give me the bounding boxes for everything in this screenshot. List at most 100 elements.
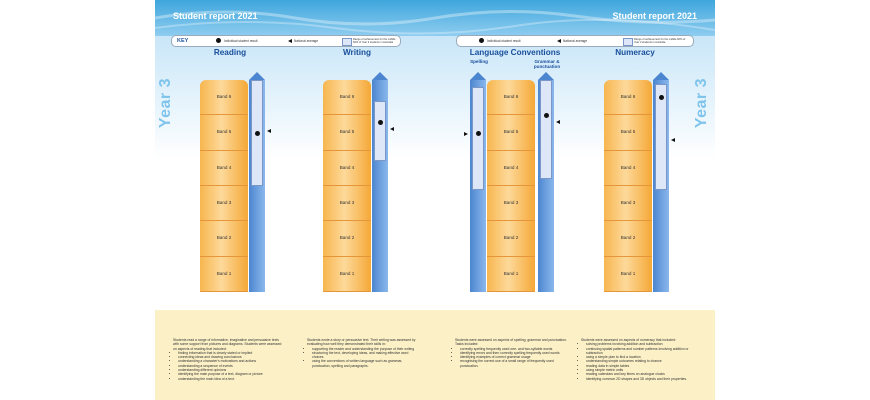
key-bar-right: Individual student result National avera… [456,35,694,47]
band-label: Band 1 [503,270,519,276]
band-cell: Band 6 [200,80,248,116]
footer-list-item: understanding simple outcomes relating t… [586,359,699,363]
national-average-marker-icon [557,38,561,43]
footer-writing: Students wrote a story or persuasive tex… [307,338,419,368]
scale-bar-cap-grammar-punctuation [538,72,554,80]
band-cell: Band 1 [487,257,535,292]
footer-list-item: reading data in simple tables [586,364,699,368]
band-cell: Band 2 [200,221,248,257]
footer-list-item: finding information that is clearly stat… [178,351,285,355]
key-bar-left: KEY Individual student result National a… [171,35,401,47]
student-result-dot-numeracy [658,95,664,101]
band-cell: Band 1 [604,257,652,292]
band-cell: Band 2 [487,221,535,257]
band-cell: Band 4 [200,151,248,186]
band-label: Band 3 [339,200,355,205]
band-cell: Band 6 [604,80,652,116]
national-average-marker-numeracy [671,137,675,142]
chart-title-writing: Writing [342,48,372,57]
band-label: Band 2 [503,235,519,241]
band-label: Band 4 [339,164,355,170]
band-label: Band 3 [620,200,636,205]
footer-list-item: recognising the correct use of a small r… [460,359,567,368]
student-result-dot-icon [479,38,484,43]
national-average-marker-writing [390,126,394,131]
footer-reading-intro: Students read a range of informative, im… [173,338,282,351]
middle-range-box-numeracy [655,83,667,190]
band-cell: Band 5 [323,115,371,151]
footer-writing-list: supporting the reader and understanding … [307,347,419,368]
footer-list-item: understanding different opinions [178,368,285,372]
national-average-marker-reading [267,128,271,133]
middle-range-swatch-icon [623,37,633,46]
footer-writing-intro: Students wrote a story or persuasive tex… [307,338,416,347]
subtitle-grammar-punctuation: Grammar & punctuation [533,59,561,69]
footer-list-item: understanding a sequence of events [178,364,285,368]
scale-bar-cap-spelling [470,72,486,80]
band-column-language: Band 6 Band 5 Band 4 Band 3 Band 2 Band 1 [487,80,535,292]
footer-list-item: identifying common 2D shapes and 3D obje… [586,377,699,381]
band-label: Band 1 [339,270,355,276]
footer-language-intro: Students were assessed on aspects of spe… [455,338,567,347]
band-label: Band 5 [503,129,519,135]
middle-range-box-grammar-punctuation [540,80,552,179]
middle-range-box-spelling [472,87,484,190]
band-label: Band 6 [503,94,519,99]
footer-list-item: identifying errors and then correctly sp… [460,351,567,355]
band-cell: Band 1 [323,257,371,292]
key-label: KEY [177,37,189,44]
student-result-dot-grammar-punctuation [543,112,549,118]
footer-list-item: using simple metric units [586,368,699,372]
key-middle-range: Range of achievement for the middle 60% … [634,37,686,44]
student-result-dot-icon [216,38,221,43]
footer-numeracy-list: solving problems involving addition and … [581,342,699,381]
band-label: Band 6 [339,94,355,99]
footer-list-item: reading calendars and key times on analo… [586,372,699,376]
band-column-numeracy: Band 6 Band 5 Band 4 Band 3 Band 2 Band 1 [604,80,652,292]
scale-bar-cap-numeracy [653,72,669,80]
band-label: Band 2 [339,235,355,241]
band-label: Band 6 [216,94,232,99]
band-label: Band 1 [216,270,232,276]
band-label: Band 5 [620,129,636,135]
footer-list-item: using the conventions of written languag… [312,359,419,368]
footer-list-item: solving problems involving addition and … [586,342,699,346]
year-label-right: Year 3 [693,78,710,129]
year-label-left: Year 3 [157,78,174,129]
footer-numeracy-intro: Students were assessed on aspects of num… [581,338,676,342]
band-cell: Band 4 [604,151,652,186]
band-label: Band 4 [620,164,636,170]
footer-list-item: identifying examples of correct grammar … [460,355,567,359]
footer-numeracy: Students were assessed on aspects of num… [581,338,699,381]
scale-bar-cap-writing [372,72,388,80]
footer-list-item: understanding the main idea of a text. [178,377,285,381]
band-label: Band 4 [503,164,519,170]
band-cell: Band 6 [487,80,535,116]
footer-reading-list: finding information that is clearly stat… [173,351,285,381]
national-average-marker-grammar-punctuation [556,119,560,124]
band-cell: Band 3 [487,186,535,222]
band-label: Band 1 [620,270,636,276]
band-label: Band 2 [620,235,636,241]
student-result-dot-writing [377,119,383,125]
band-cell: Band 3 [604,186,652,222]
band-cell: Band 2 [604,221,652,257]
middle-range-swatch-icon [342,37,352,46]
key-national-average: National average [563,39,588,43]
subtitle-spelling: Spelling [470,59,488,64]
band-cell: Band 3 [323,186,371,222]
footer-list-item: structuring the text, developing ideas, … [312,351,419,360]
band-cell: Band 4 [487,151,535,186]
band-cell: Band 1 [200,257,248,292]
key-student-result: Individual student result [487,39,521,43]
header-title-right: Student report 2021 [612,11,697,21]
chart-title-language-conventions: Language Conventions [469,48,561,57]
key-student-result: Individual student result [224,39,258,43]
chart-title-reading: Reading [213,48,247,57]
footer-list-item: using a simple plan to find a location [586,355,699,359]
student-result-dot-spelling [475,130,481,136]
footer-reading: Students read a range of informative, im… [173,338,285,381]
footer-language-list: correctly spelling frequently used one- … [455,347,567,368]
footer-list-item: supporting the reader and understanding … [312,347,419,351]
